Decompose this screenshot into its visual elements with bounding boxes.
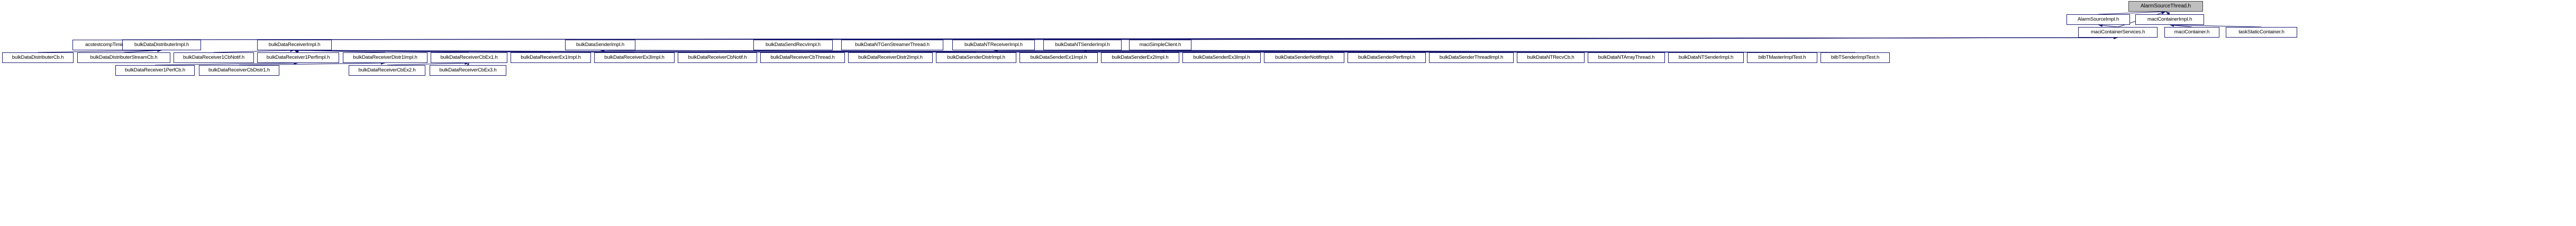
graph-edge <box>38 49 162 53</box>
graph-node[interactable]: bulkDataReceiverCbEx3.h <box>430 65 506 76</box>
graph-edge <box>2098 23 2118 28</box>
graph-node[interactable]: bulkDataDistributerImpl.h <box>122 40 201 50</box>
graph-node[interactable]: bilbTMasterImplTest.h <box>1747 52 1817 63</box>
graph-node[interactable]: bulkDataReceiver1CbNotif.h <box>174 52 254 63</box>
graph-edge <box>993 49 1627 53</box>
graph-node[interactable]: AlarmSourceImpl.h <box>2067 14 2130 25</box>
graph-node[interactable]: taskStaticContainer.h <box>2226 27 2297 38</box>
graph-node[interactable]: bulkDataReceiver1PerfImpl.h <box>257 52 339 63</box>
graph-node[interactable]: bulkDataNTSenderImpl.h <box>1668 52 1744 63</box>
graph-node[interactable]: bulkDataReceiverDistr2Impl.h <box>848 52 933 63</box>
graph-node[interactable]: bulkDataReceiverCbEx2.h <box>349 65 425 76</box>
graph-node[interactable]: maciSimpleClient.h <box>1129 40 1191 50</box>
graph-node[interactable]: bulkDataReceiverCbNotif.h <box>678 52 757 63</box>
graph-node[interactable]: bulkDataSenderImpl.h <box>565 40 635 50</box>
graph-node[interactable]: bulkDataReceiverDistr1Impl.h <box>343 52 427 63</box>
graph-edge <box>2165 11 2170 15</box>
graph-node[interactable]: bulkDataNTRecvCb.h <box>1517 52 1585 63</box>
graph-node[interactable]: bulkDataReceiverCbEx1.h <box>431 52 507 63</box>
graph-node[interactable]: maciContainerImpl.h <box>2135 14 2204 25</box>
graph-node[interactable]: bulkDataDistributerCb.h <box>2 52 74 63</box>
graph-edge <box>600 49 1472 53</box>
graph-edge <box>466 62 469 68</box>
graph-node[interactable]: bulkDataReceiverCbThread.h <box>760 52 845 63</box>
graph-node[interactable]: bulkDataReceiver1PerfCb.h <box>115 65 195 76</box>
graph-node[interactable]: bulkDataReceiverEx3Impl.h <box>594 52 675 63</box>
graph-root-node[interactable]: AlarmSourceThread.h <box>2128 1 2203 12</box>
graph-node[interactable]: bulkDataSenderThreadImpl.h <box>1429 52 1514 63</box>
graph-node[interactable]: maciContainer.h <box>2164 27 2219 38</box>
graph-node[interactable]: bulkDataSenderDistrImpl.h <box>936 52 1016 63</box>
graph-node[interactable]: bulkDataReceiverImpl.h <box>257 40 332 50</box>
graph-node[interactable]: bulkDataNTSenderImpl.h <box>1043 40 1122 50</box>
graph-node[interactable]: bulkDataSenderNotifImpl.h <box>1264 52 1344 63</box>
graph-node[interactable]: bulkDataReceiverCbDistr1.h <box>199 65 279 76</box>
graph-edge <box>123 49 162 53</box>
graph-node[interactable]: bulkDataReceiverEx1Impl.h <box>511 52 591 63</box>
graph-node[interactable]: bulkDataNTReceiverImpl.h <box>952 40 1035 50</box>
graph-node[interactable]: bulkDataSenderPerfImpl.h <box>1348 52 1426 63</box>
graph-node[interactable]: bulkDataNTArrayThread.h <box>1588 52 1665 63</box>
graph-node[interactable]: maciContainerServices.h <box>2078 27 2158 38</box>
graph-edge <box>2169 23 2262 28</box>
graph-edge <box>387 61 469 66</box>
graph-edge <box>1160 36 2118 40</box>
graph-node[interactable]: bulkDataSendRecvImpl.h <box>753 40 833 50</box>
graph-edge <box>154 61 298 66</box>
graph-edge <box>2098 10 2166 15</box>
graph-edge <box>213 49 295 53</box>
graph-node[interactable]: bilbTSenderImplTest.h <box>1821 52 1890 63</box>
graph-node[interactable]: bulkDataNTGenStreamerThread.h <box>841 40 943 50</box>
graph-edge <box>239 61 386 66</box>
graph-edge <box>1160 49 1855 53</box>
graph-node[interactable]: bulkDataSenderEx3Impl.h <box>1182 52 1261 63</box>
graph-node[interactable]: bulkDataDistributerStreamCb.h <box>77 52 170 63</box>
graph-edge <box>294 49 891 53</box>
graph-node[interactable]: bulkDataSenderEx2Impl.h <box>1101 52 1179 63</box>
graph-node[interactable]: bulkDataSenderEx1Impl.h <box>1020 52 1098 63</box>
